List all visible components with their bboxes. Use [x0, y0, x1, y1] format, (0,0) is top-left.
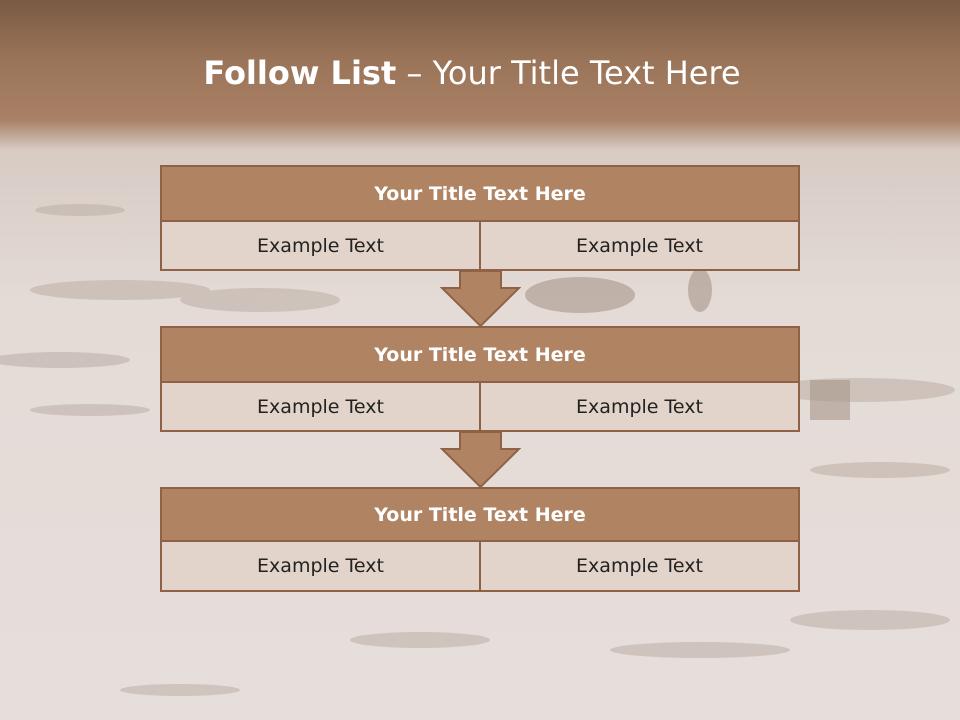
down-arrow-icon-1 — [440, 270, 521, 328]
step-title-1: Your Title Text Here — [160, 165, 800, 222]
step-block-2: Your Title Text Here Example Text Exampl… — [160, 326, 800, 432]
step-block-1: Your Title Text Here Example Text Exampl… — [160, 165, 800, 271]
step-title-3: Your Title Text Here — [160, 487, 800, 542]
step-1-left-text: Example Text — [160, 222, 481, 271]
step-row-3: Example Text Example Text — [160, 542, 800, 592]
step-title-2: Your Title Text Here — [160, 326, 800, 383]
title-bold: Follow List — [203, 54, 397, 92]
step-1-right-text: Example Text — [481, 222, 800, 271]
step-row-1: Example Text Example Text — [160, 222, 800, 271]
page-title: Follow List – Your Title Text Here — [0, 54, 944, 92]
title-rest: – Your Title Text Here — [406, 54, 741, 92]
step-2-left-text: Example Text — [160, 383, 481, 432]
step-2-right-text: Example Text — [481, 383, 800, 432]
down-arrow-icon-2 — [440, 431, 521, 489]
step-row-2: Example Text Example Text — [160, 383, 800, 432]
step-3-left-text: Example Text — [160, 542, 481, 592]
step-block-3: Your Title Text Here Example Text Exampl… — [160, 487, 800, 592]
step-3-right-text: Example Text — [481, 542, 800, 592]
